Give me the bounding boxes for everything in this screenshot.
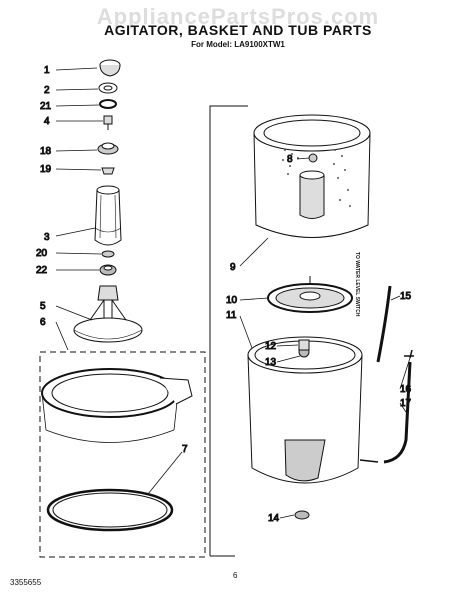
callout-4: 4 [44, 116, 50, 127]
callout-16: 16 [400, 384, 412, 395]
basket [253, 114, 371, 238]
agitator-cap [99, 59, 121, 77]
agitator-ring [98, 82, 118, 94]
callout-5: 5 [40, 301, 46, 312]
dog-clip-19 [101, 167, 115, 175]
seal-ring-21 [99, 99, 117, 109]
tub [247, 336, 379, 484]
hose-17 [383, 361, 412, 464]
bolt-4 [103, 115, 113, 130]
model-subtitle: For Model: LA9100XTW1 [191, 40, 285, 49]
callout-10: 10 [226, 295, 238, 306]
basket-drive-hub [267, 283, 353, 313]
callout-22: 22 [36, 265, 48, 276]
callout-11: 11 [226, 310, 237, 321]
tub-ring-seal [46, 488, 174, 532]
hose-15 [376, 285, 392, 363]
callout-14: 14 [268, 513, 280, 524]
vertical-guide-line [209, 105, 248, 556]
callout-1: 1 [44, 65, 50, 76]
nut-8 [308, 153, 318, 163]
page-title: AGITATOR, BASKET AND TUB PARTS [104, 22, 372, 38]
callout-6: 6 [40, 317, 46, 328]
callout-9: 9 [230, 262, 236, 273]
dogs-18 [97, 142, 119, 155]
page-number: 6 [233, 571, 238, 580]
callout-13: 13 [265, 357, 277, 368]
leader-lines [55, 67, 411, 519]
callout-12: 12 [265, 341, 277, 352]
drain-nut-14 [294, 510, 310, 520]
balance-ring [41, 368, 193, 443]
callout-3: 3 [44, 232, 50, 243]
hose-16 [404, 349, 414, 359]
callout-18: 18 [40, 146, 52, 157]
callout-labels: 1 2 21 4 18 19 3 20 22 5 6 7 8 9 10 11 1… [36, 65, 413, 525]
callout-21: 21 [40, 101, 52, 112]
callout-8: 8 [287, 154, 293, 165]
cam-22 [99, 264, 117, 276]
callout-15: 15 [400, 291, 412, 302]
document-number: 3355655 [10, 578, 42, 587]
agitator-base [73, 285, 143, 343]
callout-7: 7 [182, 444, 188, 455]
callout-2: 2 [44, 85, 50, 96]
washer-20 [101, 250, 115, 258]
callout-17: 17 [400, 398, 412, 409]
callout-19: 19 [40, 164, 52, 175]
callout-20: 20 [36, 248, 48, 259]
watermark: AppliancePartsPros.com [96, 4, 380, 29]
agitator-barrel [94, 185, 122, 246]
dashed-box [39, 351, 206, 558]
